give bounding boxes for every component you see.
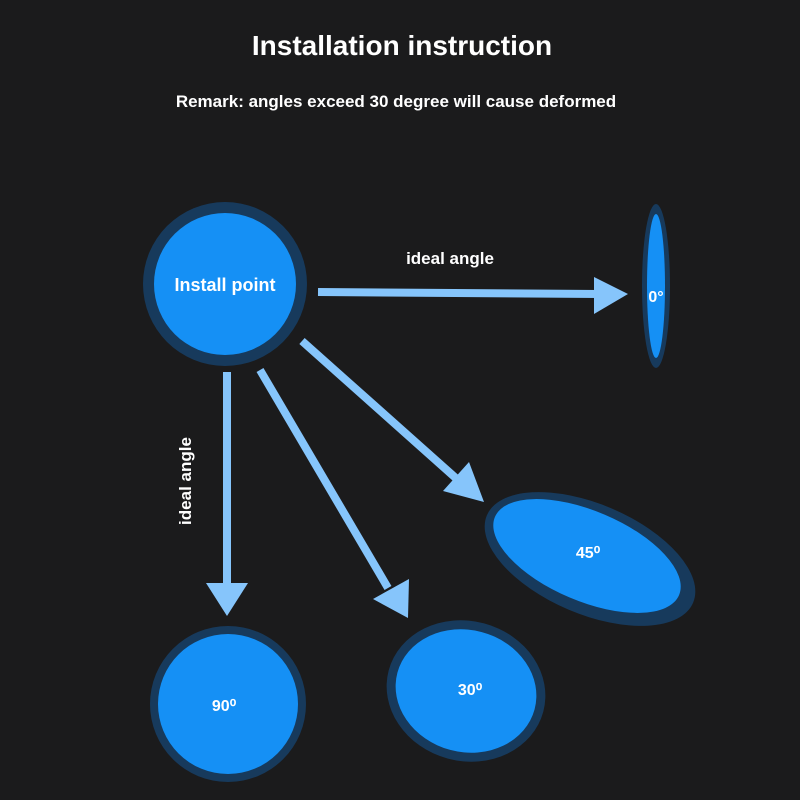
remark-text: Remark: angles exceed 30 degree will cau… [176, 92, 616, 111]
diagram-title: Installation instruction [252, 30, 552, 61]
angle-30-label: 30⁰ [458, 682, 483, 699]
target-0-degree: 0° [642, 204, 670, 368]
target-45-degree: 45⁰ [484, 492, 696, 626]
angle-45-label: 45⁰ [576, 545, 601, 562]
arrow-to-90-degree [206, 372, 248, 616]
ideal-angle-vertical-label: ideal angle [176, 437, 195, 525]
angle-90-label: 90⁰ [212, 698, 237, 715]
ideal-angle-horizontal-label: ideal angle [406, 249, 494, 268]
angle-0-label: 0° [648, 289, 663, 306]
target-90-degree: 90⁰ [150, 626, 306, 782]
install-point: Install point [143, 202, 307, 366]
install-point-label: Install point [175, 275, 276, 295]
arrow-to-30-degree [256, 367, 409, 618]
arrow-to-45-degree [299, 338, 484, 502]
target-30-degree: 30⁰ [386, 620, 546, 762]
arrow-to-0-degree [317, 277, 628, 314]
